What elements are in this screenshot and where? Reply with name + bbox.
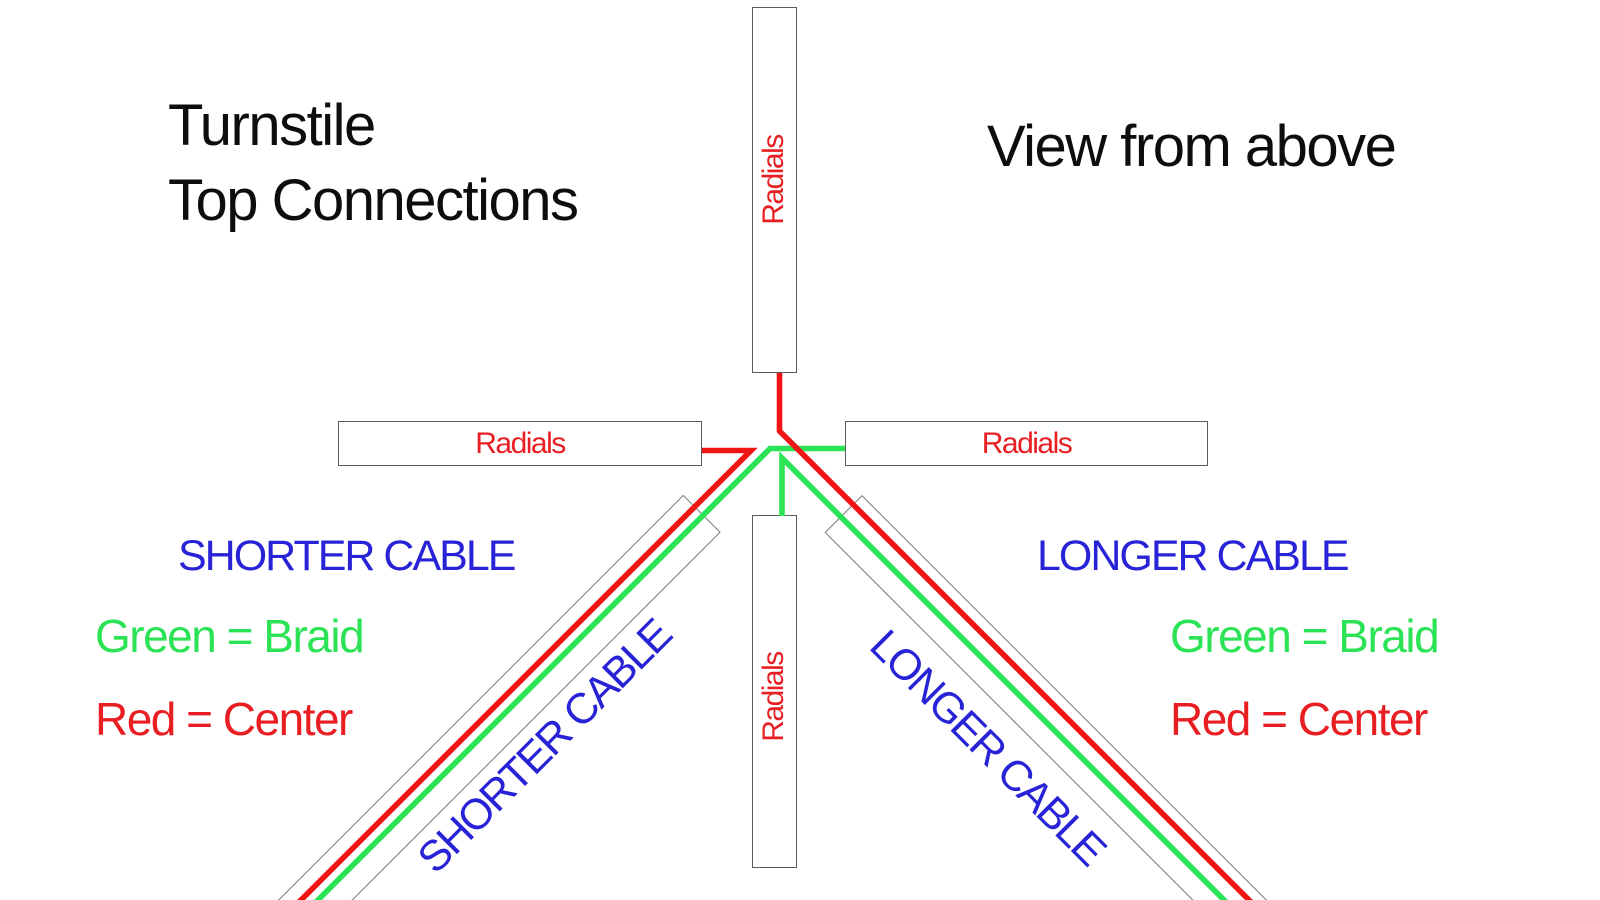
wire-green-bottom-radial-to-longer-cable (779, 451, 1228, 900)
longer-cable-braid-legend: Green = Braid (1170, 610, 1440, 662)
radial-box-top (752, 7, 797, 373)
longer-cable-center-legend: Red = Center (1170, 693, 1428, 745)
shorter-cable-center-legend: Red = Center (95, 693, 353, 745)
wire-red-top-radial-to-longer-cable (776, 373, 1253, 900)
radial-label-right: Radials (981, 427, 1073, 460)
radial-label-top: Radials (757, 135, 790, 225)
page-title: Turnstile Top Connections (168, 88, 579, 238)
page-title-line1: Turnstile (168, 93, 376, 158)
view-from-above-label: View from above (987, 114, 1397, 179)
radial-label-bottom: Radials (757, 652, 790, 742)
shorter-cable-braid-legend: Green = Braid (95, 610, 365, 662)
wire-green-right-radial-to-shorter-cable (314, 445, 845, 900)
radial-box-bottom (752, 515, 797, 868)
radial-box-right (845, 421, 1208, 466)
page-title-line2: Top Connections (168, 168, 579, 233)
radial-box-left (338, 421, 702, 466)
radial-label-left: Radials (475, 427, 566, 460)
longer-cable-header: LONGER CABLE (1037, 532, 1350, 580)
shorter-cable-header: SHORTER CABLE (178, 532, 516, 580)
wire-red-left-radial-to-shorter-cable (297, 447, 758, 900)
